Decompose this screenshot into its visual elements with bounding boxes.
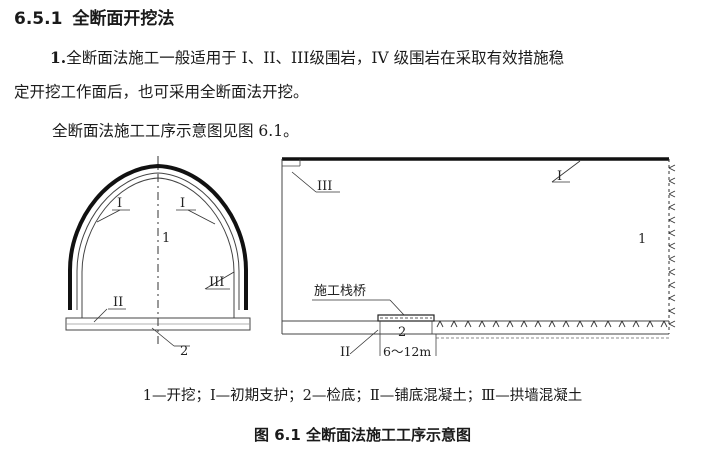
paragraph-3: 全断面法施工工序示意图见图 6.1。 [52, 122, 299, 140]
floor-hatch [604, 320, 612, 328]
rock-face-hatch [668, 216, 676, 224]
rock-face-hatch [668, 307, 676, 315]
floor-hatch [450, 320, 458, 328]
left-label-1: 1 [162, 231, 170, 246]
left-label-III: III [209, 275, 224, 290]
section-number: 6.5.1 [14, 9, 63, 29]
distance-label: 6～12m [383, 344, 431, 359]
floor-hatch [548, 320, 556, 328]
bridge-label: 施工栈桥 [314, 284, 366, 299]
floor-hatch [660, 320, 668, 328]
rock-face-hatch [668, 164, 676, 172]
rock-face-hatch [668, 190, 676, 198]
left-label-I-a: I [117, 196, 122, 211]
figure-legend: 1—开挖；Ⅰ—初期支护；2—检底；Ⅱ—铺底混凝土；Ⅲ—拱墙混凝土 [142, 388, 583, 404]
figure-caption: 图 6.1 全断面法施工工序示意图 [253, 426, 472, 444]
section-title: 全断面开挖法 [72, 9, 175, 29]
floor-hatch [534, 320, 542, 328]
floor-hatch [520, 320, 528, 328]
right-label-II: II [340, 345, 350, 360]
right-label-III: III [317, 179, 332, 194]
construction-sequence-figure: I I 1 III II 2 [65, 156, 676, 360]
floor-hatch [618, 320, 626, 328]
floor-hatch [492, 320, 500, 328]
work-bridge [377, 314, 435, 322]
rock-face-hatch [668, 177, 676, 185]
floor-hatch [478, 320, 486, 328]
rock-face-hatch [668, 268, 676, 276]
rock-face-hatch [668, 203, 676, 211]
rock-face-hatch [668, 242, 676, 250]
longitudinal-section-diagram: III I 1 施工栈桥 2 II 6～12m [281, 157, 676, 360]
floor-hatch [632, 320, 640, 328]
primary-support-line [76, 172, 240, 310]
floor-hatch [646, 320, 654, 328]
right-label-1: 1 [638, 232, 646, 247]
paragraph-1: 1.全断面法施工一般适用于 I、II、III级围岩，IV 级围岩在采取有效措施稳 [14, 41, 564, 75]
left-label-II: II [113, 295, 123, 310]
paragraph-2: 定开挖工作面后，也可采用全断面法开挖。 [14, 83, 309, 101]
rock-face-hatch [668, 320, 676, 328]
right-label-I: I [557, 169, 562, 184]
floor-hatch [562, 320, 570, 328]
cross-section-diagram: I I 1 III II 2 [65, 156, 251, 359]
section-heading: 6.5.1 全断面开挖法 [14, 4, 174, 29]
left-label-I-b: I [180, 196, 185, 211]
floor-hatch [464, 320, 472, 328]
rock-face-hatch [668, 281, 676, 289]
floor-hatch [576, 320, 584, 328]
floor-hatch [436, 320, 444, 328]
rock-face-hatch [668, 229, 676, 237]
right-label-2: 2 [398, 325, 406, 340]
paragraph-1-text: 全断面法施工一般适用于 I、II、III级围岩，IV 级围岩在采取有效措施稳 [66, 49, 565, 67]
paragraph-1-lead: 1. [50, 48, 67, 67]
excavation-outline [68, 163, 248, 310]
floor-hatch [590, 320, 598, 328]
rock-face-hatch [668, 255, 676, 263]
floor-hatch [506, 320, 514, 328]
left-label-2: 2 [180, 344, 188, 359]
rock-face-hatch [668, 294, 676, 302]
